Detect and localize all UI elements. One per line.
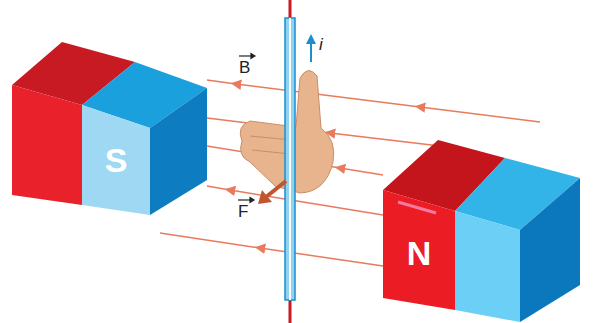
wire [285, 0, 295, 323]
vector-sign-head [250, 198, 254, 203]
wire-shine [289, 18, 291, 300]
current-arrow [306, 34, 316, 62]
force-label: F [238, 203, 248, 221]
vector-signs [238, 54, 255, 203]
current-head [306, 34, 316, 44]
magnet-face-red [383, 190, 455, 310]
field-line [160, 233, 383, 266]
vector-sign [238, 199, 250, 200]
field-line [207, 80, 540, 122]
magnet-pole: N [407, 234, 432, 272]
magnet-highlight [398, 202, 436, 213]
wire-insulation [285, 18, 295, 300]
magnet-end [520, 178, 580, 322]
force-arrow [258, 181, 286, 204]
field-label: B [239, 59, 250, 77]
north-magnet [383, 140, 580, 322]
force-head [258, 190, 272, 204]
force-shaft [266, 181, 286, 197]
magnet-face-blue [455, 211, 520, 322]
current-shaft [310, 42, 312, 62]
vector-sign [239, 55, 251, 56]
magnet-end [150, 88, 207, 215]
magnet-face-red [12, 85, 82, 205]
current-label: i [319, 36, 323, 54]
pole-letter: N [407, 234, 432, 272]
vector-sign-head [251, 54, 255, 59]
pole-letter: S [105, 141, 128, 179]
magnet-pole: S [105, 141, 128, 179]
magnet-face-blue [82, 105, 150, 215]
south-magnet [12, 42, 207, 215]
